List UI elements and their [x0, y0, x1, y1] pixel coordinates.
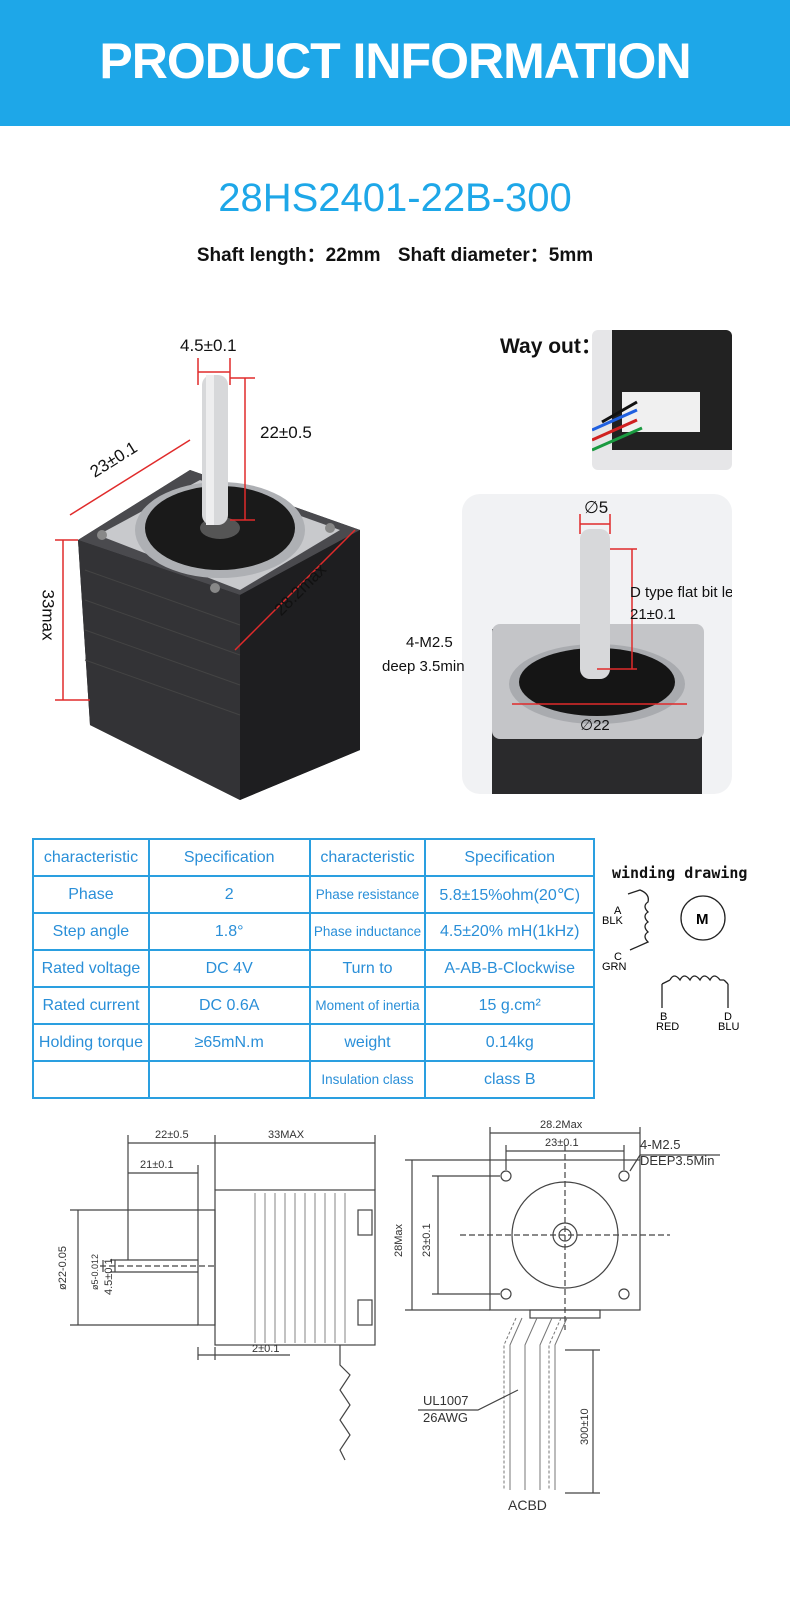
dim-22: 22±0.5 [155, 1129, 189, 1141]
table-cell: 1.8° [147, 912, 311, 951]
winding-title: winding drawing [612, 864, 748, 882]
motor-render-icon [55, 358, 360, 800]
table-cell: Phase inductance [308, 912, 427, 951]
table-cell: 4.5±20% mH(1kHz) [424, 912, 595, 951]
winding-diagram: A BLK C GRN B RED D BLU M [602, 889, 739, 1030]
table-cell: characteristic [32, 838, 150, 877]
hole-spec: 4-M2.5 [640, 1137, 680, 1152]
table-cell: Rated voltage [32, 949, 150, 988]
shaft-length: Shaft length：22mm [196, 245, 381, 266]
lead-length: 300±10 [579, 1408, 591, 1445]
table-row: characteristic Specification characteris… [32, 838, 595, 877]
table-row: Step angle 1.8° Phase inductance 4.5±20%… [32, 912, 595, 951]
way-out-photo [592, 330, 732, 470]
table-cell: Rated current [32, 986, 150, 1025]
table-cell: Phase resistance [308, 875, 427, 914]
banner-title: PRODUCT INFORMATION [99, 33, 691, 89]
dim-21: 21±0.1 [140, 1159, 174, 1171]
table-cell [32, 1060, 150, 1099]
dim-dia-5: ∅5 [584, 498, 609, 517]
winding-a: A [614, 905, 622, 917]
dim-2: 2±0.1 [252, 1343, 279, 1355]
winding-c: C [614, 951, 622, 963]
table-row: Phase 2 Phase resistance 5.8±15%ohm(20℃) [32, 875, 595, 914]
header-banner: PRODUCT INFORMATION [0, 0, 790, 126]
flat-length-title: D type flat bit length [630, 584, 732, 601]
table-cell [147, 1060, 311, 1099]
wire-type: UL1007 [423, 1393, 469, 1408]
shaft-diameter: Shaft diameter：5mm [397, 245, 594, 266]
dim-33: 33MAX [268, 1129, 305, 1141]
table-cell: Insulation class [308, 1060, 427, 1099]
table-cell: Specification [424, 838, 595, 877]
table-row: Rated current DC 0.6A Moment of inertia … [32, 986, 595, 1025]
table-row: Insulation class class B [32, 1060, 595, 1099]
hole-depth: DEEP3.5Min [640, 1153, 714, 1168]
dim-22-dia: ø22-0.05 [57, 1246, 69, 1290]
dim-shaft-dia: 4.5±0.1 [180, 336, 237, 355]
table-row: Rated voltage DC 4V Turn to A-AB-B-Clock… [32, 949, 595, 988]
shaft-specs: Shaft length：22mm Shaft diameter：5mm [0, 240, 790, 267]
table-cell: ≥65mN.m [147, 1023, 311, 1062]
table-cell: weight [308, 1023, 427, 1062]
model-number: 28HS2401-22B-300 [218, 176, 572, 220]
wire-order: ACBD [508, 1497, 547, 1513]
dim-height: 33max [38, 589, 58, 641]
dim-28-2: 28.2Max [540, 1119, 583, 1131]
table-cell: Step angle [32, 912, 150, 951]
table-cell: A-AB-B-Clockwise [424, 949, 595, 988]
boss-dia: ∅22 [580, 717, 610, 734]
winding-red: RED [656, 1021, 679, 1030]
top-view-photo: ∅5 D type flat bit length 21±0.1 ∅22 [462, 494, 732, 794]
winding-blu: BLU [718, 1021, 739, 1030]
winding-motor-label: M [696, 911, 709, 928]
dim-28max: 28Max [393, 1223, 405, 1257]
table-cell: Holding torque [32, 1023, 150, 1062]
table-cell: characteristic [308, 838, 427, 877]
table-cell: 15 g.cm² [424, 986, 595, 1025]
way-out-label: Way out： [500, 335, 602, 358]
table-cell: 5.8±15%ohm(20℃) [424, 875, 595, 914]
winding-grn: GRN [602, 961, 627, 973]
table-cell: 0.14kg [424, 1023, 595, 1062]
dim-5-dia: ø5-0.012 [90, 1254, 100, 1290]
wire-gauge: 26AWG [423, 1410, 468, 1425]
dim-23-side: 23±0.1 [421, 1223, 433, 1257]
table-cell: Specification [147, 838, 311, 877]
mount-hole-depth: deep 3.5min [382, 658, 465, 675]
mount-hole-title: 4-M2.5 [406, 634, 453, 651]
table-cell: 2 [147, 875, 311, 914]
table-cell: class B [424, 1060, 595, 1099]
table-cell: Phase [32, 875, 150, 914]
winding-blk: BLK [602, 915, 623, 927]
table-cell: DC 0.6A [147, 986, 311, 1025]
winding-d: D [724, 1011, 732, 1023]
dim-4-5: 4.5±0.1 [103, 1258, 115, 1295]
motor-photo-dimensions: 4.5±0.1 22±0.5 23±0.1 33max 28.2max [38, 330, 440, 800]
table-cell: Moment of inertia [308, 986, 427, 1025]
spec-table: characteristic Specification characteris… [32, 838, 595, 1099]
dim-shaft-length: 22±0.5 [260, 423, 312, 442]
technical-drawing: 22±0.5 33MAX 21±0.1 ø22-0.05 ø5-0.012 4.… [57, 1119, 720, 1513]
table-cell: DC 4V [147, 949, 311, 988]
top-view-icon [492, 514, 704, 794]
table-cell: Turn to [308, 949, 427, 988]
table-row: Holding torque ≥65mN.m weight 0.14kg [32, 1023, 595, 1062]
winding-b: B [660, 1011, 667, 1023]
connector-icon [592, 330, 732, 452]
dim-23-front: 23±0.1 [545, 1137, 579, 1149]
flat-length-value: 21±0.1 [630, 606, 676, 623]
